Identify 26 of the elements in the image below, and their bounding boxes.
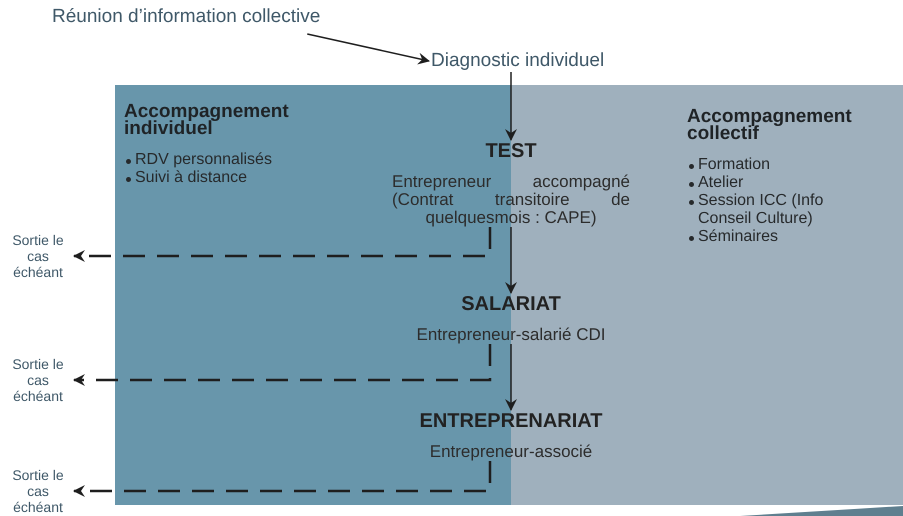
dashed-exit-arrow	[73, 227, 492, 262]
stage-title: SALARIAT	[461, 293, 561, 316]
dashed-exit-arrow	[73, 344, 492, 386]
bullet-item: Suivi à distance	[124, 169, 345, 187]
stage-description: Entrepreneur-salarié CDI	[416, 326, 606, 344]
arrow	[505, 344, 517, 411]
panel-heading: Accompagnement individuel	[124, 103, 290, 137]
bullet-item: Atelier	[687, 174, 868, 192]
arrow	[307, 33, 430, 64]
bullet-item: Session ICC (Info Conseil Culture)	[687, 192, 868, 228]
stage-description: Entrepreneur-associé	[430, 443, 592, 461]
stage-title: TEST	[485, 140, 537, 163]
step-label: Réunion d’information collective	[52, 6, 320, 28]
panel-heading: Accompagnement collectif	[687, 108, 853, 142]
arrow	[505, 72, 517, 141]
arrow	[505, 227, 517, 294]
stage-description: Entrepreneur accompagné (Contrat transitoire de quelquesmois : CAPE)	[392, 173, 630, 227]
stage-title: ENTREPRENARIAT	[420, 410, 602, 433]
exit-label: Sortie le cas échéant	[8, 467, 68, 515]
exit-label: Sortie le cas échéant	[8, 232, 68, 280]
bullet-item: Formation	[687, 156, 868, 174]
exit-label: Sortie le cas échéant	[8, 356, 68, 404]
dashed-exit-arrow	[73, 461, 492, 497]
step-label: Diagnostic individuel	[431, 50, 604, 72]
bullet-item: RDV personnalisés	[124, 151, 345, 169]
bullet-item: Séminaires	[687, 228, 868, 246]
